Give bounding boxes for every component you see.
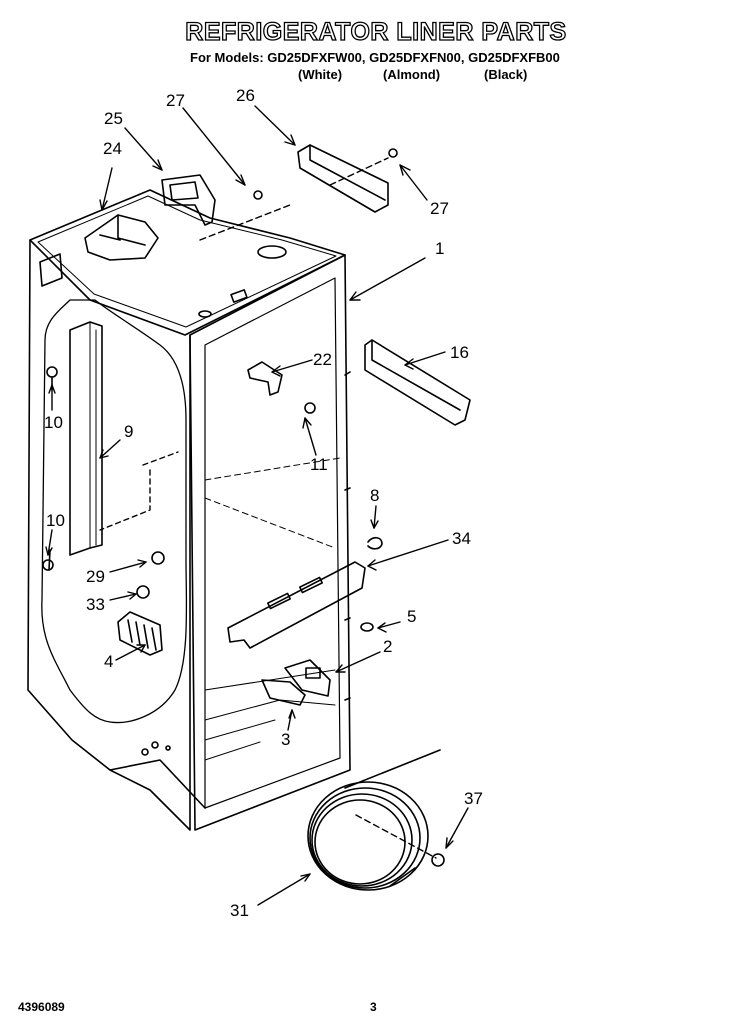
- grille-part: [117, 611, 163, 656]
- page-number: 3: [370, 1000, 377, 1014]
- callout-34: 34: [452, 529, 471, 548]
- screw-27-left: [253, 190, 263, 200]
- callout-10-lower: 10: [46, 511, 65, 530]
- slide-part: [284, 659, 331, 697]
- shelf-rail: [227, 561, 366, 649]
- callout-5: 5: [407, 607, 417, 626]
- callout-10-upper: 10: [44, 413, 63, 432]
- callout-26: 26: [236, 86, 255, 105]
- callout-4: 4: [104, 652, 114, 671]
- small-bracket: [247, 361, 283, 396]
- callout-9: 9: [124, 422, 134, 441]
- callout-25: 25: [104, 109, 123, 128]
- callout-2: 2: [383, 637, 393, 656]
- callout-24: 24: [103, 139, 122, 158]
- variant-black: (Black): [484, 67, 528, 82]
- callout-1: 1: [435, 239, 445, 258]
- callout-29: 29: [86, 567, 105, 586]
- model-list: For Models: GD25DFXFW00, GD25DFXFN00, GD…: [190, 50, 560, 65]
- connector-29: [151, 551, 165, 565]
- variant-white: (White): [298, 67, 343, 82]
- callout-27-right: 27: [430, 199, 449, 218]
- leader-lines: [45, 105, 469, 906]
- callout-22: 22: [313, 350, 332, 369]
- page-title: REFRIGERATOR LINER PARTS: [185, 17, 567, 46]
- bulb-33: [136, 585, 150, 599]
- duct-bracket: [161, 174, 216, 226]
- callout-3: 3: [281, 730, 291, 749]
- callout-11: 11: [310, 455, 328, 474]
- callout-33: 33: [86, 595, 105, 614]
- screw-10-lower: [42, 559, 54, 571]
- screw-10-upper: [46, 366, 58, 378]
- clip-8: [367, 536, 383, 550]
- air-duct: [84, 214, 159, 261]
- vertical-rail: [69, 321, 103, 556]
- variant-almond: (Almond): [383, 67, 441, 82]
- callout-37: 37: [464, 789, 483, 808]
- callout-16: 16: [450, 343, 469, 362]
- nut-5: [360, 622, 374, 632]
- callout-31: 31: [230, 901, 249, 920]
- document-number: 4396089: [18, 1000, 65, 1014]
- callout-8: 8: [370, 486, 380, 505]
- side-wiring-outline: [41, 299, 188, 724]
- screw-37: [431, 853, 445, 867]
- shelf-channel: [364, 339, 471, 426]
- liner-cabinet: [27, 189, 351, 831]
- tubing-coil: [307, 749, 441, 891]
- callout-27-left: 27: [166, 91, 185, 110]
- screw-27-right: [388, 148, 398, 158]
- bracket-part-3: [261, 679, 306, 706]
- top-rail: [297, 144, 389, 213]
- screw-11: [304, 402, 316, 414]
